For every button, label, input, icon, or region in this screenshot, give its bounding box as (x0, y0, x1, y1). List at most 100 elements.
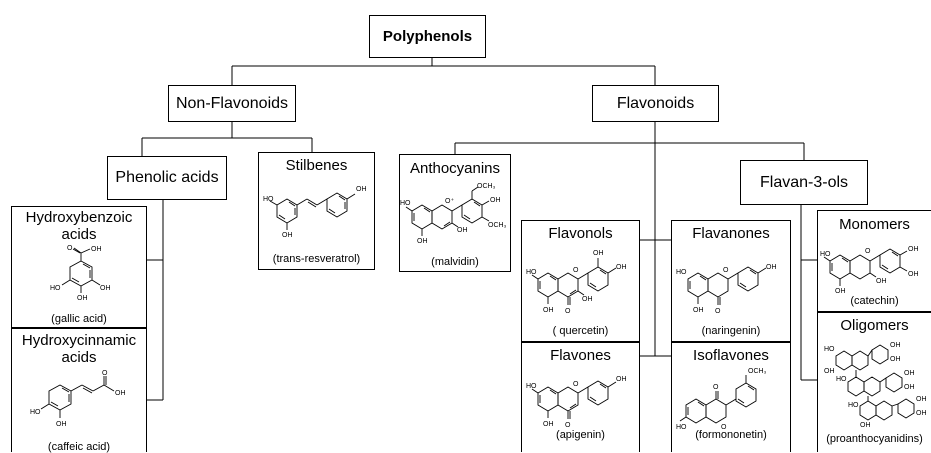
oligomers-box: Oligomers OH OH HO OH OH HO OH OH HO OH … (817, 312, 931, 452)
quercetin-structure: OH OH HO OH O OH O (526, 250, 627, 315)
flavones-box: Flavones OH HO OH O O (apigenin) (521, 342, 640, 452)
quercetin-o-carbonyl: O (565, 308, 571, 315)
quercetin-oh-bottom: OH (543, 307, 554, 314)
resveratrol-oh-bottom: OH (282, 232, 293, 239)
caffeic-ho-label: HO (30, 409, 41, 416)
apigenin-structure: OH HO OH O O (526, 376, 627, 429)
resveratrol-structure: OH HO OH (263, 186, 367, 239)
stilbenes-box: Stilbenes OH HO OH (trans-resveratrol) (258, 152, 375, 270)
oligo-oh-4: OH (904, 384, 915, 391)
apigenin-o-carbonyl: O (565, 422, 571, 429)
malvidin-ho-left: HO (400, 200, 411, 207)
formononetin-structure: OCH₃ HO O O (676, 368, 767, 431)
caffeic-o-label: O (102, 370, 108, 377)
catechin-structure: OH OH HO OH OH O (820, 246, 919, 293)
flavanones-box: Flavanones OH HO OH O O (naringenin) (671, 220, 791, 342)
polyphenols-box: Polyphenols (369, 15, 486, 58)
isoflavones-box: Isoflavones OCH₃ HO O O (formononetin) (671, 342, 791, 452)
caffeic-oh-bottom: OH (56, 421, 67, 428)
gallic-oh-bottom: OH (77, 295, 88, 302)
catechin-oh-top: OH (908, 246, 919, 253)
proanthocyanidins-structure: OH OH HO OH OH HO OH OH HO OH OH (824, 342, 927, 429)
phenolic-acids-label: Phenolic acids (115, 169, 219, 186)
apigenin-o-ring: O (573, 381, 579, 388)
proanthocyanidins-caption: (proanthocyanidins) (826, 433, 923, 445)
oligo-ho-2: HO (836, 376, 847, 383)
gallic-acid-structure: OH O OH HO OH (50, 245, 111, 302)
catechin-o-ring: O (865, 248, 871, 255)
resveratrol-oh-right: OH (356, 186, 367, 193)
oligo-oh-2: OH (890, 356, 901, 363)
non-flavonoids-label: Non-Flavonoids (175, 94, 289, 112)
formononetin-och3: OCH₃ (748, 368, 767, 375)
monomers-title: Monomers (839, 216, 910, 233)
anthocyanins-title: Anthocyanins (409, 160, 501, 177)
flavan-3-ols-label: Flavan-3-ols (759, 173, 849, 191)
flavonoids-label: Flavonoids (616, 94, 695, 112)
formononetin-caption: (formononetin) (695, 429, 767, 441)
quercetin-ho-left: HO (526, 269, 537, 276)
catechin-ho-left: HO (820, 251, 831, 258)
caffeic-acid-caption: (caffeic acid) (47, 441, 111, 453)
oligo-oh-7: OH (824, 368, 835, 375)
malvidin-o-cation: O⁺ (445, 198, 454, 205)
naringenin-oh-right: OH (766, 264, 777, 271)
naringenin-caption: (naringenin) (701, 325, 761, 337)
apigenin-oh-right: OH (616, 376, 627, 383)
gallic-oh-right: OH (100, 285, 111, 292)
oligo-oh-1: OH (890, 342, 901, 349)
caffeic-oh-label: OH (115, 390, 126, 397)
polyphenols-label: Polyphenols (382, 28, 473, 45)
catechin-oh-3: OH (876, 278, 887, 285)
catechin-caption: (catechin) (850, 295, 899, 307)
gallic-acid-caption: (gallic acid) (51, 313, 107, 325)
non-flavonoids-box: Non-Flavonoids (168, 85, 296, 122)
quercetin-oh-3: OH (582, 296, 593, 303)
caffeic-acid-structure: O OH HO OH (30, 370, 126, 428)
naringenin-o-ring: O (723, 267, 729, 274)
formononetin-o-ring: O (721, 424, 727, 431)
oligo-ho-3: HO (848, 402, 859, 409)
hydroxybenzoic-acids-box: Hydroxybenzoic acids OH O OH HO OH (gall… (11, 206, 147, 328)
resveratrol-caption: (trans-resveratrol) (272, 253, 361, 265)
formononetin-o-carbonyl: O (713, 384, 719, 391)
flavonols-title: Flavonols (548, 225, 613, 242)
hydroxybenzoic-acids-title: Hydroxybenzoic acids (25, 209, 133, 243)
apigenin-oh-bottom: OH (543, 421, 554, 428)
catechin-oh-bottom: OH (835, 288, 846, 293)
apigenin-ho-left: HO (526, 383, 537, 390)
catechin-oh-right: OH (908, 271, 919, 278)
oligo-oh-3: OH (904, 370, 915, 377)
quercetin-o-ring: O (573, 267, 579, 274)
naringenin-o-carbonyl: O (715, 308, 721, 315)
anthocyanins-box: Anthocyanins OCH₃ OH OCH₃ HO OH OH O⁺ (m… (399, 154, 511, 272)
naringenin-oh-bottom: OH (693, 307, 704, 314)
naringenin-ho-left: HO (676, 269, 687, 276)
flavonoids-box: Flavonoids (592, 85, 719, 122)
quercetin-caption: ( quercetin) (552, 325, 609, 337)
formononetin-ho-left: HO (676, 424, 687, 431)
oligo-oh-6: OH (916, 410, 927, 417)
malvidin-oh-right: OH (490, 197, 501, 204)
gallic-oh-label: OH (91, 246, 102, 253)
hydroxycinnamic-acids-title: Hydroxycinnamic acids (21, 332, 137, 366)
malvidin-structure: OCH₃ OH OCH₃ HO OH OH O⁺ (400, 183, 507, 245)
oligo-ho-1: HO (824, 346, 835, 353)
oligo-oh-8: OH (860, 422, 871, 429)
hydroxycinnamic-acids-box: Hydroxycinnamic acids O OH HO OH (caffei… (11, 328, 147, 453)
flavonols-box: Flavonols OH OH HO OH O OH O ( quercetin… (521, 220, 640, 342)
quercetin-oh-top: OH (593, 250, 604, 257)
gallic-ho-left: HO (50, 285, 61, 292)
malvidin-och3-top: OCH₃ (477, 183, 496, 190)
resveratrol-ho-left: HO (263, 196, 274, 203)
malvidin-caption: (malvidin) (431, 256, 479, 268)
flavanones-title: Flavanones (692, 225, 770, 242)
naringenin-structure: OH HO OH O O (676, 264, 777, 315)
phenolic-acids-box: Phenolic acids (107, 156, 227, 200)
malvidin-och3-bottom: OCH₃ (488, 222, 507, 229)
apigenin-caption: (apigenin) (556, 429, 605, 441)
quercetin-oh-right: OH (616, 264, 627, 271)
oligomers-title: Oligomers (840, 317, 909, 334)
flavan-3-ols-box: Flavan-3-ols (740, 160, 868, 205)
